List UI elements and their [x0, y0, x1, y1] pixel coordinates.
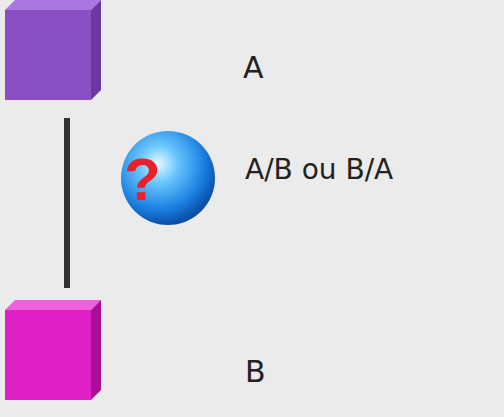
query-sphere: [121, 131, 215, 225]
cube-icon: [5, 0, 101, 101]
cube-node: A: [5, 0, 295, 110]
relation-label: A/B ou B/A: [245, 153, 393, 187]
question-mark: ?: [124, 150, 161, 210]
cube-label: A: [243, 50, 264, 86]
cube-node: B: [5, 300, 295, 414]
cube-icon: [5, 300, 101, 401]
cube-label: B: [245, 354, 266, 390]
connector-rod: [64, 118, 70, 288]
